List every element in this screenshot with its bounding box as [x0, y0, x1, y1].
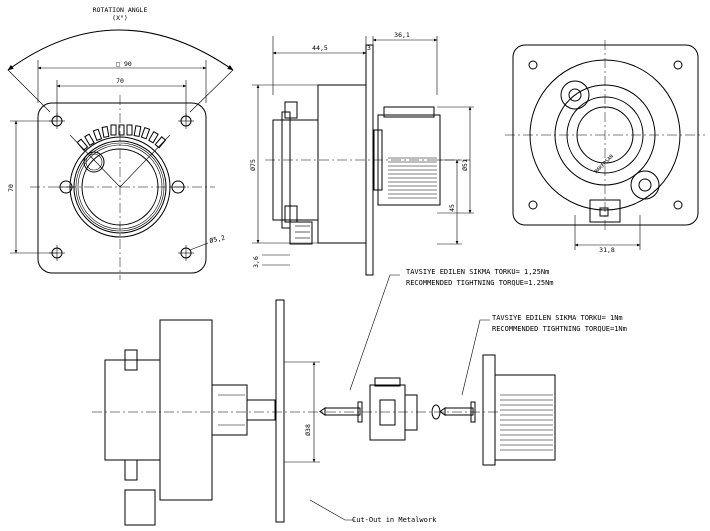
- knob-cap: [482, 354, 556, 466]
- note-en-1: RECOMMENDED TIGHTNING TORQUE=1.25Nm: [406, 279, 554, 287]
- dim-44-5: 44,5: [312, 44, 328, 52]
- screw-1: [319, 401, 363, 423]
- dim-width-70: 70: [116, 77, 124, 85]
- dim-d38: Ø38: [304, 424, 312, 436]
- assembly-body: [159, 319, 213, 501]
- dim-3-6: 3,6: [252, 256, 260, 268]
- front-view: ROTATION ANGLE (X°) □ 90 70 70 Ø5,2: [7, 6, 234, 280]
- front-flange: [37, 102, 207, 274]
- detent-scale: [76, 124, 167, 151]
- note-en-2: RECOMMENDED TIGHTNING TORQUE=1Nm: [492, 325, 627, 333]
- dim-31-8: 31,8: [599, 246, 615, 254]
- rotation-angle-value: (X°): [112, 14, 128, 22]
- dim-d51: Ø51: [461, 159, 469, 171]
- dim-45: 45: [448, 204, 456, 212]
- rotation-angle-label: ROTATION ANGLE: [93, 6, 148, 14]
- dim-3: 3: [367, 44, 371, 52]
- side-body: [317, 84, 367, 244]
- knob-outer: [69, 136, 171, 238]
- rotation-angle-arc: [7, 29, 234, 71]
- screw-2: [439, 401, 476, 423]
- note-tr-2: TAVSIYE EDILEN SIKMA TORKU= 1Nm: [492, 314, 623, 322]
- cutout-label: Cut-Out in Metalwork: [352, 516, 437, 524]
- dim-height-70: 70: [7, 184, 15, 192]
- nut-part: [369, 377, 418, 441]
- knob-face: [81, 148, 159, 226]
- metal-plate: [275, 299, 285, 523]
- dim-36-1: 36,1: [394, 31, 410, 39]
- dim-hole-5-2: Ø5,2: [209, 234, 226, 245]
- assembly-view: Ø38: [92, 268, 627, 526]
- side-view: 44,5 3 36,1: [249, 31, 474, 276]
- rear-view: MAKERSAN 31,8: [505, 40, 705, 254]
- finger-dimple: [83, 151, 105, 173]
- dim-d75: Ø75: [249, 159, 257, 171]
- mounting-holes: [49, 113, 194, 261]
- brand-text: MAKERSAN: [594, 154, 615, 175]
- knurl-lines: [388, 157, 437, 199]
- note-tr-1: TAVSIYE EDILEN SIKMA TORKU= 1,25Nm: [406, 268, 549, 276]
- dim-square-90: □ 90: [116, 60, 132, 68]
